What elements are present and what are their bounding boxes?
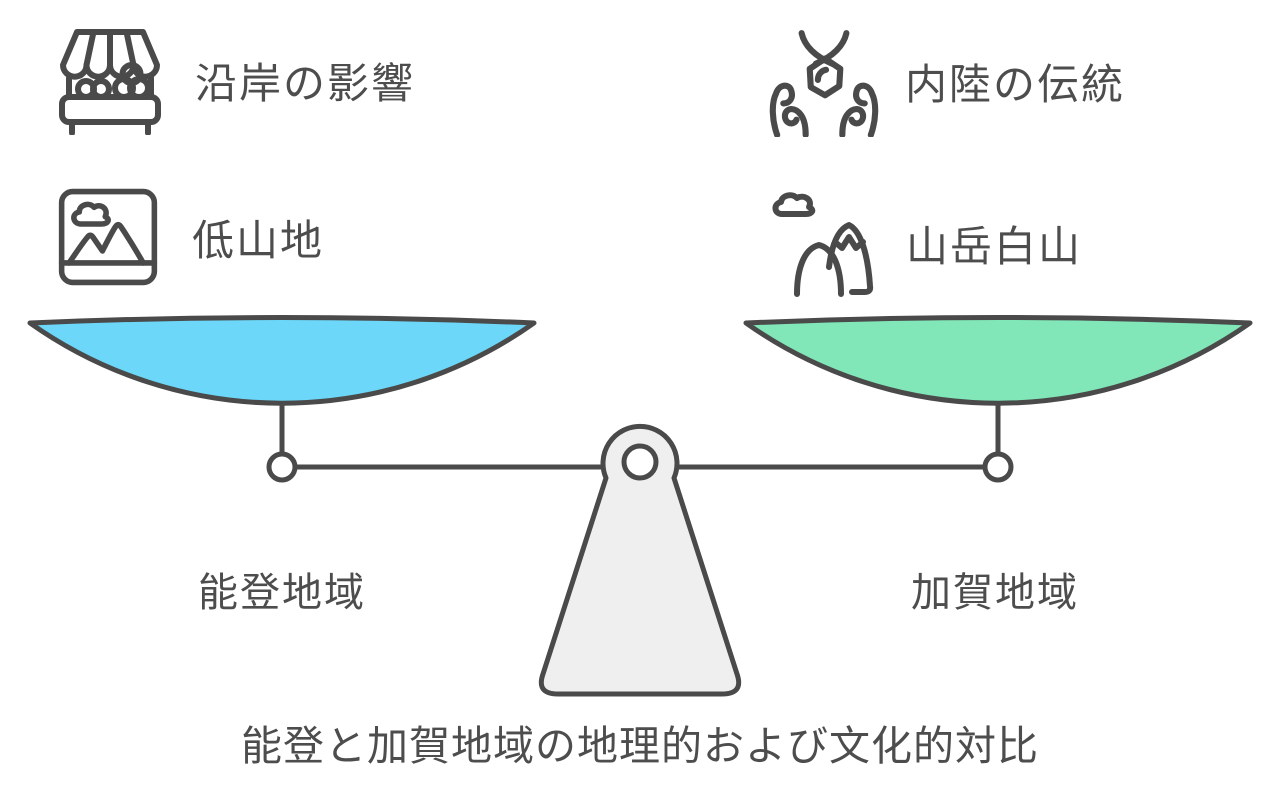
feature-mount-hakusan: 山岳白山: [771, 188, 1082, 298]
diagram-caption: 能登と加賀地域の地理的および文化的対比: [241, 723, 1039, 769]
feature-low-mountains: 低山地: [57, 186, 324, 288]
right-pivot-joint: [982, 451, 1014, 483]
region-label-noto: 能登地域: [198, 571, 366, 615]
landscape-picture-icon: [57, 186, 159, 288]
fulcrum-pivot-hole: [621, 443, 659, 481]
hands-necklace-icon: [768, 25, 880, 137]
feature-label: 沿岸の影響: [195, 59, 416, 107]
feature-label: 内陸の伝統: [905, 60, 1126, 108]
left-pivot-joint: [266, 451, 298, 483]
feature-inland-traditions: 内陸の伝統: [768, 25, 1125, 137]
feature-label: 低山地: [192, 216, 325, 264]
market-stall-icon: [55, 25, 165, 135]
fulcrum: [538, 423, 742, 697]
mountain-peak-icon: [771, 188, 881, 298]
feature-coastal-influence: 沿岸の影響: [55, 25, 415, 135]
feature-label: 山岳白山: [906, 222, 1083, 270]
right-pan: [743, 315, 1253, 406]
region-label-kaga: 加賀地域: [911, 571, 1079, 615]
left-pan: [27, 315, 537, 406]
